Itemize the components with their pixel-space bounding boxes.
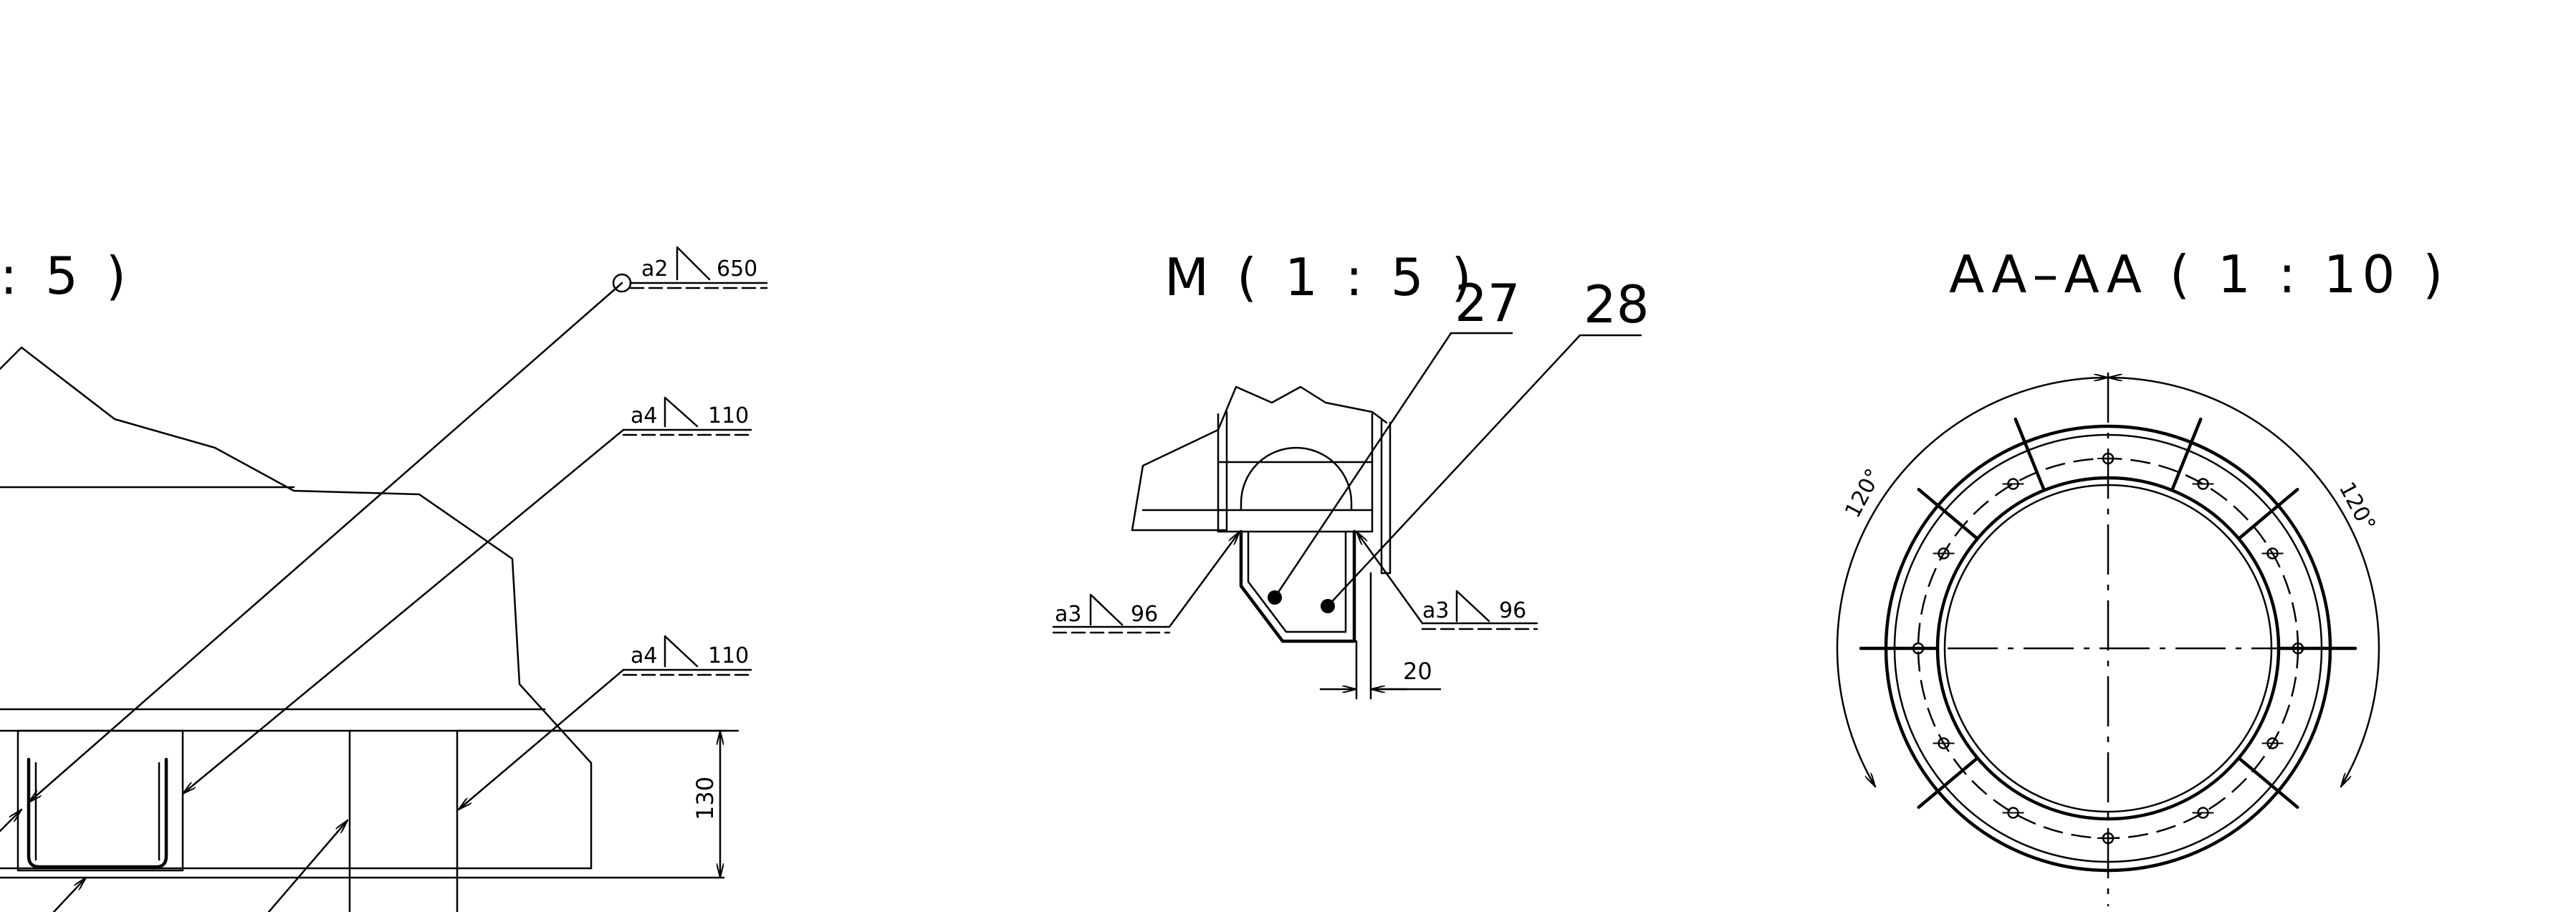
weld-a2-length: 650 [717,256,757,282]
angle-label-left: 120° [1840,465,1887,522]
dim-height-value: 130 [691,777,719,820]
left-channel-box [16,729,184,872]
part-28-label: 28 [1584,274,1649,335]
weld-callout-a4-110-lower: a4 110 [457,635,752,811]
left-view-title: : 5 ) [0,246,132,306]
part-leader-27: 27 [1273,273,1521,599]
weld-a4-upper-length: 110 [708,403,749,428]
weld-a4-lower-size: a4 [631,643,657,668]
weld-a3-left-length: 96 [1131,602,1158,627]
dimension-height-130: 130 [457,729,739,879]
weld-callout-a3-96-right: a3 96 [1355,530,1538,630]
angle-label-right: 120° [2334,478,2380,535]
section-view-aa: AA–AA ( 1 : 10 ) 120° 120° [1836,244,2448,906]
weld-a3-right-size: a3 [1422,598,1449,623]
left-leader-c [267,819,349,912]
mid-cap-arc [1240,446,1353,512]
middle-detail-view: M ( 1 : 5 ) 27 28 [1052,247,1649,700]
mid-bent-profile [1239,529,1356,643]
weld-a4-lower-length: 110 [708,643,749,668]
section-view-title: AA–AA ( 1 : 10 ) [1949,244,2448,304]
middle-view-title: M ( 1 : 5 ) [1164,247,1478,307]
stiffener-rib [2237,487,2299,541]
angle-arc-left [1836,378,2110,788]
weld-callout-a2-650: a2 650 [27,246,768,804]
weld-a2-size: a2 [641,256,668,282]
stiffener-rib [1917,487,1979,541]
left-leader-b [52,876,87,912]
weld-a3-left-size: a3 [1055,602,1081,627]
mid-bent-profile-inner [1247,530,1347,633]
left-channel-profile [27,757,168,869]
mid-break-outline [1131,385,1388,532]
stiffener-rib [2237,756,2299,810]
weld-a4-upper-size: a4 [631,403,657,428]
stiffener-rib [1917,756,1979,810]
dim-gap-value: 20 [1403,658,1432,685]
angle-arc-right [2107,378,2380,788]
flange-ring: 120° 120° [1836,373,2380,906]
left-detail-view: : 5 ) a2 650 a4 [0,246,768,912]
left-leader-a [0,808,23,832]
dimension-gap-20: 20 [1319,572,1442,700]
weld-callout-a4-110-upper: a4 110 [181,396,752,795]
weld-a3-right-length: 96 [1499,598,1526,623]
left-break-outline [0,346,593,870]
weld-callout-a3-96-left: a3 96 [1052,530,1241,634]
part-27-label: 27 [1455,273,1521,333]
part-leader-28: 28 [1326,274,1649,608]
